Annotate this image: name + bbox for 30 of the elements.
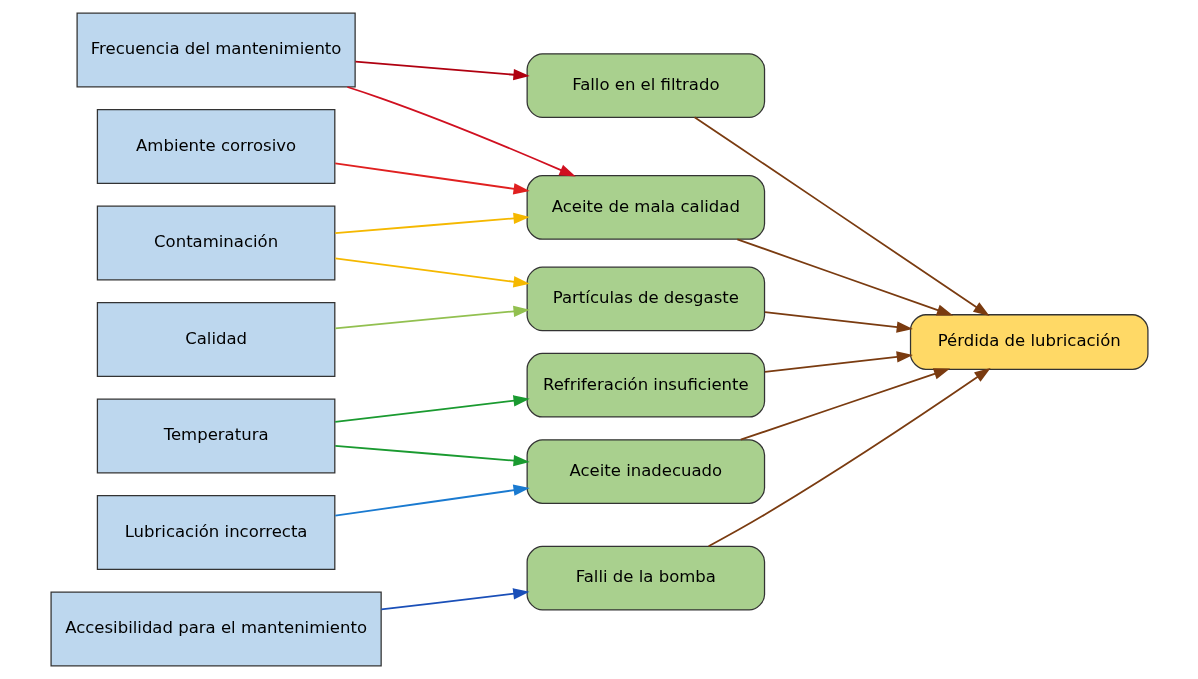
node-box: Falli de la bomba (526, 545, 765, 611)
node-box: Refriferación insuficiente (526, 352, 765, 418)
arrow (333, 395, 530, 423)
node-box: Temperatura (96, 398, 335, 474)
node-box: Aceite de mala calidad (526, 175, 765, 240)
node-box: Contaminación (96, 205, 335, 281)
node-box: Frecuencia del mantenimiento (75, 12, 356, 88)
node-box: Aceite inadecuado (526, 439, 765, 504)
node-box: Accesibilidad para el mantenimiento (49, 591, 382, 667)
arrow (333, 162, 530, 195)
arrow (333, 444, 530, 467)
arrow (763, 351, 913, 373)
node-box: Lubricación incorrecta (96, 495, 335, 570)
arrow (333, 257, 530, 288)
arrow (763, 311, 913, 333)
node-box: Ambiente corrosivo (96, 109, 335, 184)
arrow (354, 60, 530, 81)
node-box: Fallo en el filtrado (526, 53, 765, 118)
arrow (333, 484, 530, 517)
node-box: Partículas de desgaste (526, 266, 765, 332)
arrow (333, 212, 530, 235)
arrow (333, 305, 530, 330)
arrow (739, 368, 950, 441)
arrow (379, 588, 529, 611)
arrow (736, 238, 953, 316)
arrow (707, 367, 991, 548)
arrow (693, 116, 990, 317)
node-box: Pérdida de lubricación (909, 314, 1149, 370)
arrow (346, 86, 576, 177)
node-box: Calidad (96, 302, 335, 377)
